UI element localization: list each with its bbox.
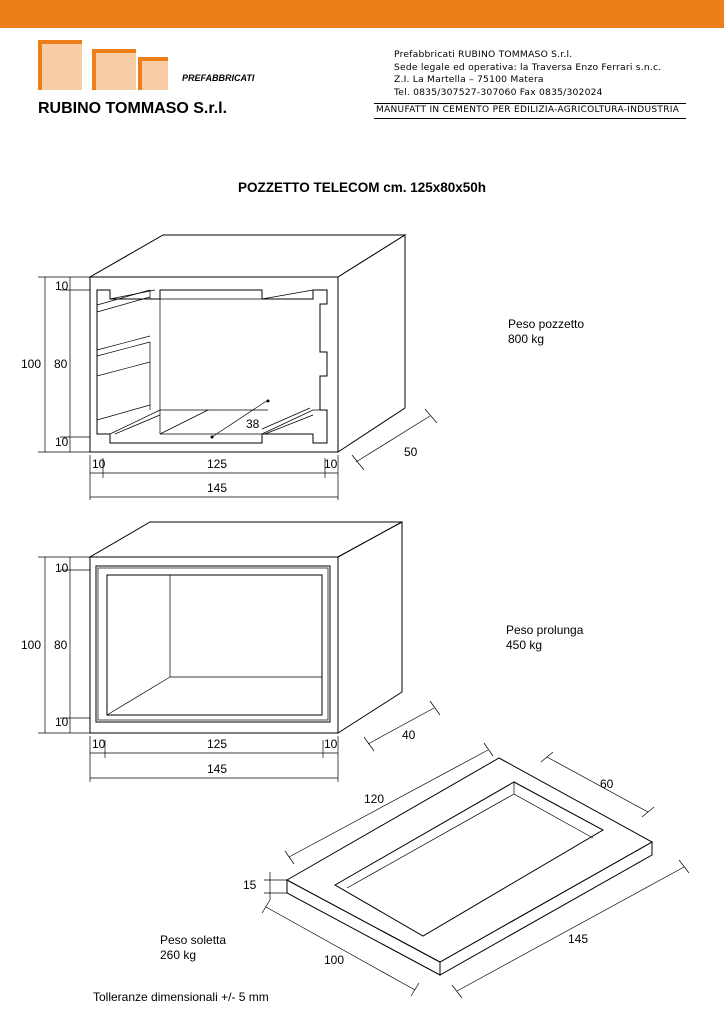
soletta-dim-width: 100 (324, 953, 344, 967)
pozzetto-weight-label: Peso pozzetto (508, 317, 584, 331)
prolunga-weight-value: 450 kg (506, 638, 542, 652)
prolunga-drawing: 10 100 80 10 10 125 10 145 40 Peso prolu… (21, 521, 584, 782)
contact-line: Prefabbricati RUBINO TOMMASO S.r.l. (394, 49, 573, 60)
pozzetto-dim-total: 100 (21, 357, 41, 371)
prolunga-dim-center: 125 (207, 737, 227, 751)
prolunga-dim-total: 100 (21, 638, 41, 652)
pozzetto-drawing: 38 10 100 80 10 10 125 10 145 50 Peso po… (21, 234, 584, 500)
pozzetto-dim-mid: 80 (54, 357, 68, 371)
contact-block: Prefabbricati RUBINO TOMMASO S.r.l. Sede… (394, 49, 661, 99)
company-logo (38, 40, 168, 90)
pozzetto-dim-hole: 38 (246, 417, 260, 431)
document-title: POZZETTO TELECOM cm. 125x80x50h (237, 180, 487, 195)
prolunga-dim-mid: 80 (54, 638, 68, 652)
company-tagline: MANUFATT IN CEMENTO PER EDILIZIA-AGRICOL… (374, 103, 686, 119)
prolunga-dim-right: 10 (324, 737, 338, 751)
pozzetto-dim-right: 10 (324, 457, 338, 471)
logo-label: PREFABBRICATI (182, 73, 255, 83)
soletta-drawing: 120 60 15 100 145 Peso soletta 260 kg (160, 742, 690, 999)
tolerance-note: Tolleranze dimensionali +/- 5 mm (93, 990, 269, 1004)
contact-line: Sede legale ed operativa: la Traversa En… (394, 61, 662, 73)
prolunga-dim-left: 10 (92, 737, 106, 751)
prolunga-weight-label: Peso prolunga (506, 623, 584, 637)
prolunga-dim-depth: 40 (402, 728, 416, 742)
prolunga-dim-top: 10 (55, 561, 69, 575)
soletta-dim-thickness: 15 (243, 878, 257, 892)
pozzetto-dim-left: 10 (92, 457, 106, 471)
header-accent-bar (0, 0, 724, 28)
contact-line: Tel. 0835/307527-307060 Fax 0835/302024 (394, 86, 603, 98)
soletta-dim-inner-width: 60 (600, 777, 614, 791)
pozzetto-dim-depth: 50 (404, 445, 418, 459)
prolunga-dim-width: 145 (207, 762, 227, 776)
pozzetto-dim-bottom: 10 (55, 435, 69, 449)
pozzetto-weight-value: 800 kg (508, 332, 544, 346)
soletta-weight-label: Peso soletta (160, 933, 226, 947)
soletta-dim-inner-length: 120 (364, 792, 384, 806)
company-name: RUBINO TOMMASO S.r.l. (38, 100, 228, 117)
pozzetto-dim-top: 10 (55, 279, 69, 293)
prolunga-dim-bottom: 10 (55, 715, 69, 729)
contact-line: Z.I. La Martella – 75100 Matera (394, 74, 544, 86)
soletta-dim-length: 145 (568, 932, 588, 946)
pozzetto-dim-center: 125 (207, 457, 227, 471)
pozzetto-dim-width: 145 (207, 481, 227, 495)
soletta-weight-value: 260 kg (160, 948, 196, 962)
